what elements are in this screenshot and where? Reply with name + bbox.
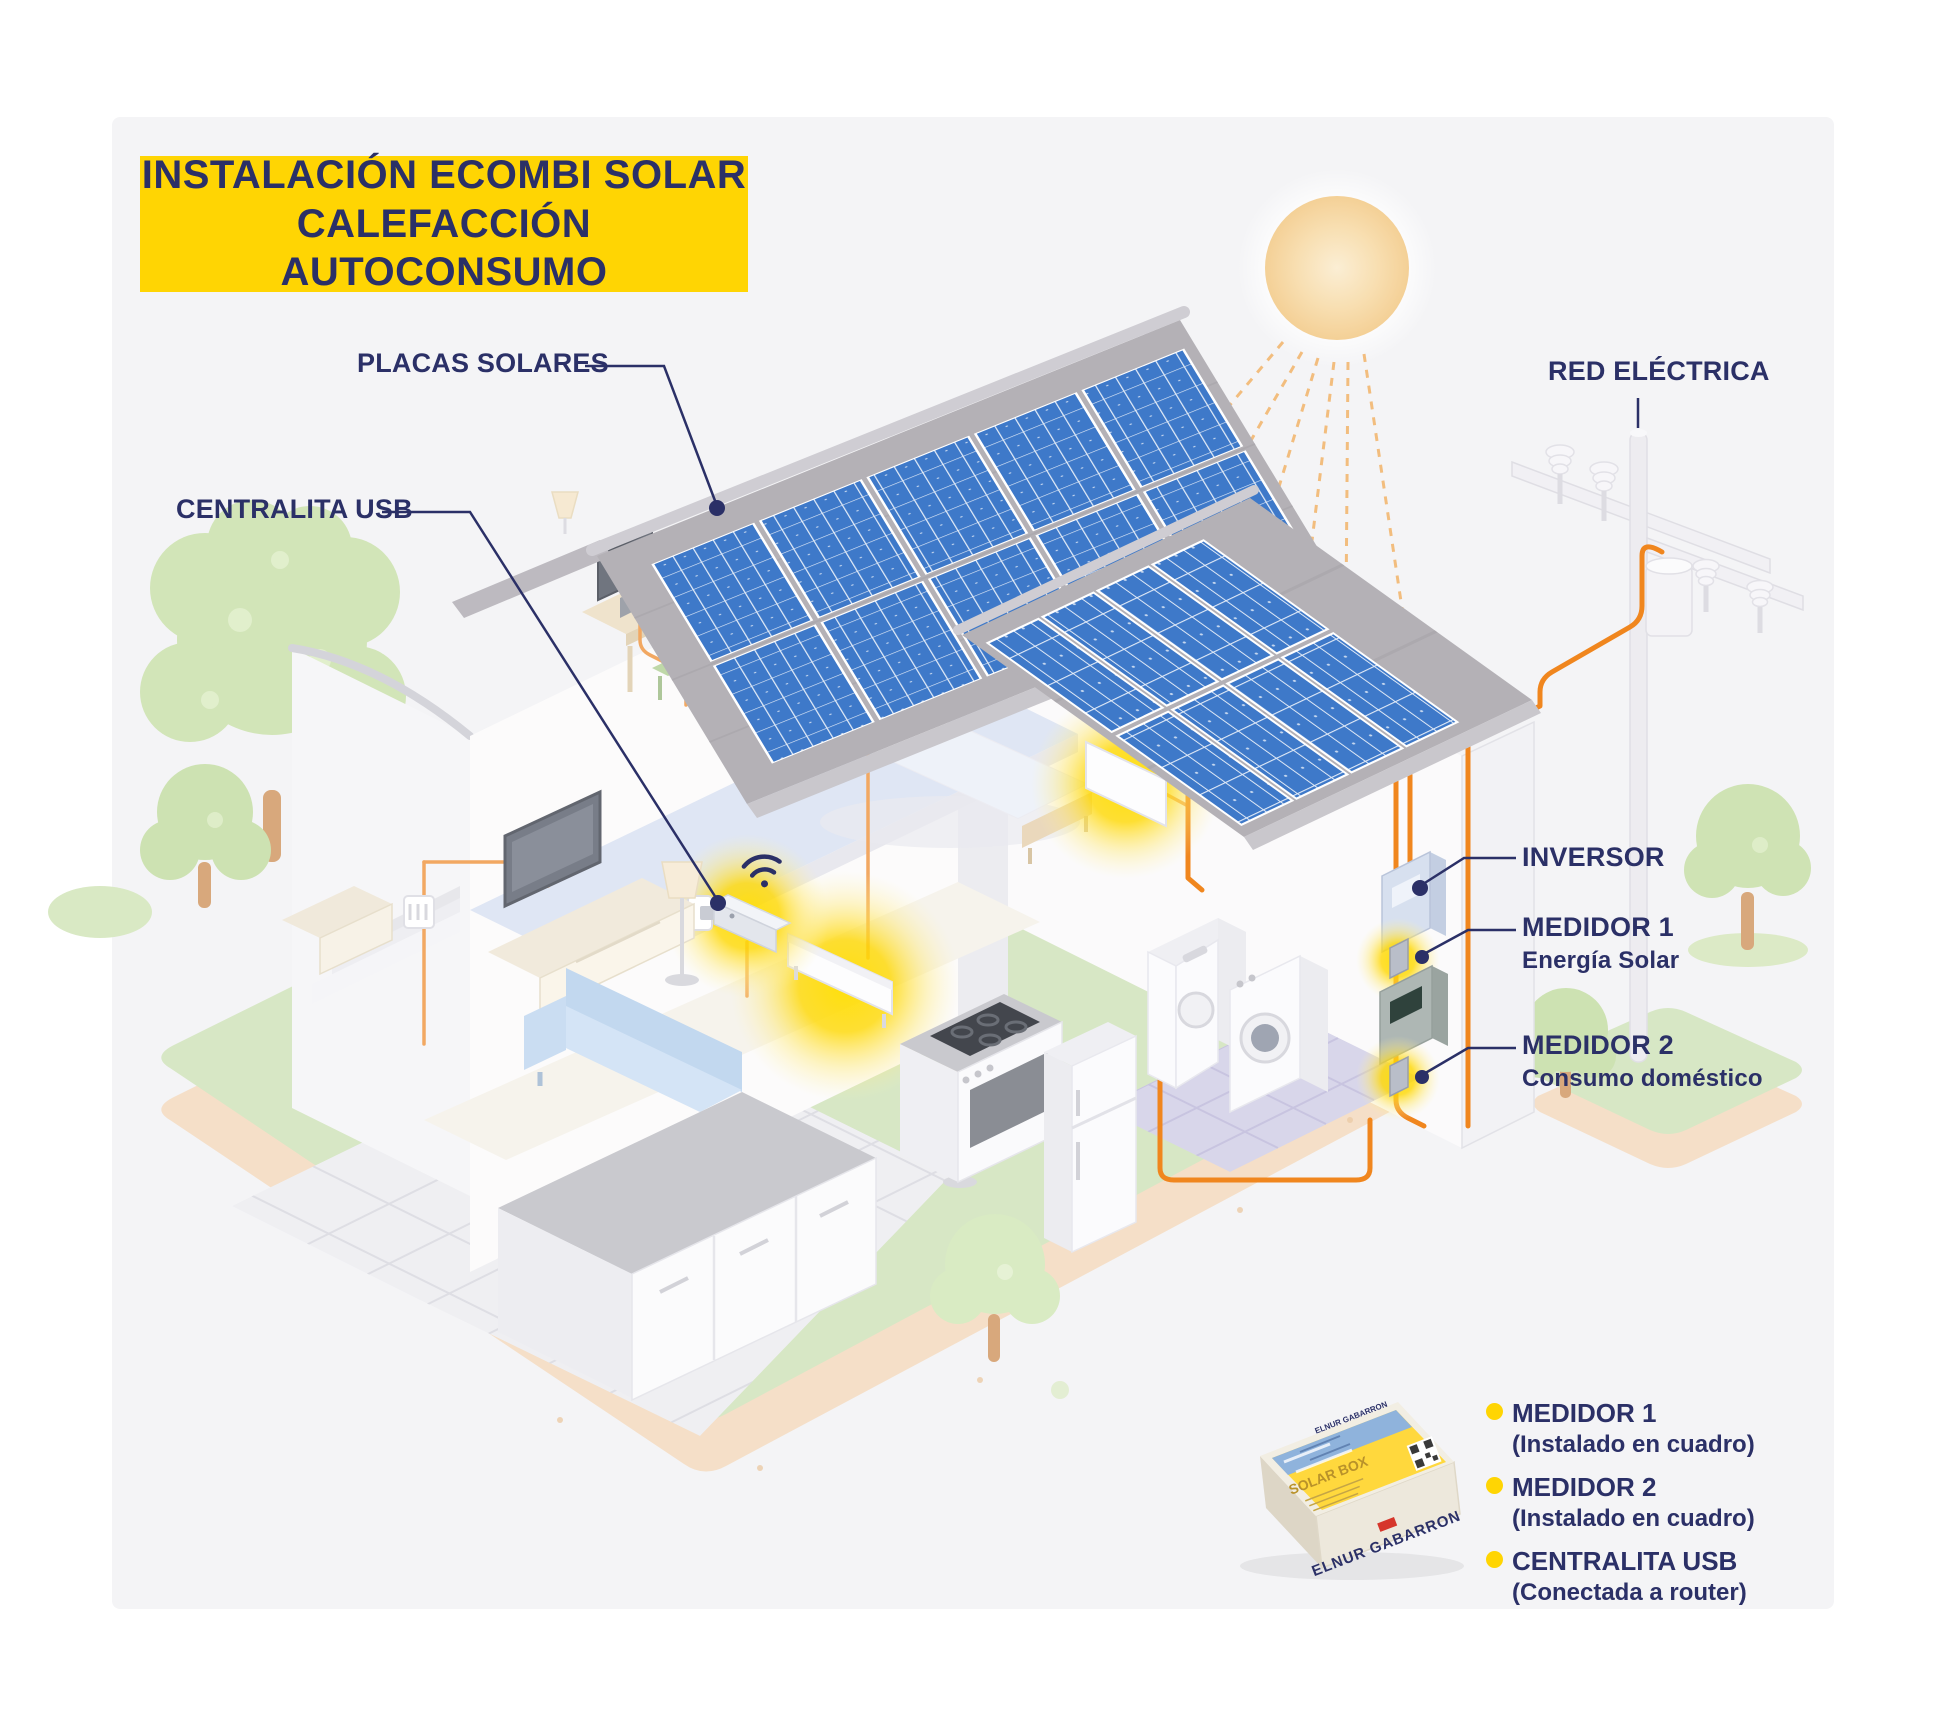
tree-small-left [140,764,271,908]
label-medidor-2: MEDIDOR 2 Consumo doméstico [1522,1030,1763,1093]
pole-transformer [1645,557,1693,637]
leader-dots [709,500,1429,1084]
wall-lamp [551,491,579,534]
meter1-device [1389,937,1409,980]
medidor-2-title: MEDIDOR 2 [1522,1030,1674,1060]
small-tree-front [930,1214,1060,1362]
title-line-2: CALEFACCIÓN AUTOCONSUMO [280,201,608,295]
box-label [1272,1410,1446,1510]
light-switch [403,895,435,929]
legend-note: (Instalado en cuadro) [1512,1505,1755,1532]
yellow-dot-icon [1486,1551,1503,1568]
secondary-roof-solar-array [953,485,1541,850]
medidor-1-title: MEDIDOR 1 [1522,912,1674,942]
sofa [524,968,742,1128]
wifi-icon [741,854,782,888]
washing-machine [1229,954,1328,1114]
yellow-dot-icon [1486,1403,1503,1420]
title-banner: INSTALACIÓN ECOMBI SOLAR CALEFACCIÓN AUT… [140,153,748,294]
legend-item: MEDIDOR 2 (Instalado en cuadro) [1486,1472,1755,1533]
sideboard [282,886,393,976]
cable-grid-to-house [1465,544,1665,1129]
qr-code [1406,1436,1442,1472]
radiator-upper-right [1085,740,1167,828]
yellow-dot-icon [1486,1477,1503,1494]
brand-logo-mark [1377,1517,1398,1532]
stove [900,994,1063,1184]
floor-lamp [661,861,703,986]
legend-item: MEDIDOR 1 (Instalado en cuadro) [1486,1398,1755,1459]
legend-note: (Instalado en cuadro) [1512,1431,1755,1458]
cable-laundry-loop [1157,1003,1373,1183]
product-box: ELNUR GABARRON SOLAR BOX ELNUR GABARRON [1240,1400,1464,1580]
bush-left [48,886,152,938]
tv [503,789,602,909]
leader-lines [382,364,1640,1077]
medidor-2-subtitle: Consumo doméstico [1522,1065,1763,1092]
legend-label: CENTRALITA USB [1512,1546,1738,1576]
insulators [1545,444,1619,521]
title-line-1: INSTALACIÓN ECOMBI SOLAR [141,152,747,197]
legend-label: MEDIDOR 2 [1512,1472,1657,1502]
kitchen-island [498,1092,877,1402]
legend: MEDIDOR 1 (Instalado en cuadro) MEDIDOR … [1486,1398,1755,1620]
label-placas-solares: PLACAS SOLARES [357,348,609,378]
sun-icon [1237,168,1437,368]
fridge [1044,1022,1137,1254]
label-inversor: INVERSOR [1522,842,1665,872]
label-centralita-usb: CENTRALITA USB [176,494,413,524]
legend-item: CENTRALITA USB (Conectada a router) [1486,1546,1755,1607]
legend-label: MEDIDOR 1 [1512,1398,1657,1428]
box-photo [1272,1410,1412,1475]
dryer [1147,918,1246,1090]
label-medidor-1: MEDIDOR 1 Energía Solar [1522,912,1679,975]
medidor-1-subtitle: Energía Solar [1522,947,1680,974]
right-exterior-wall [1461,720,1535,1150]
tree-pole-base [1518,988,1616,1098]
legend-note: (Conectada a router) [1512,1579,1747,1606]
meter2-device [1389,1055,1409,1098]
tree-right [1684,784,1811,967]
label-red-electrica: RED ELÉCTRICA [1548,356,1770,386]
